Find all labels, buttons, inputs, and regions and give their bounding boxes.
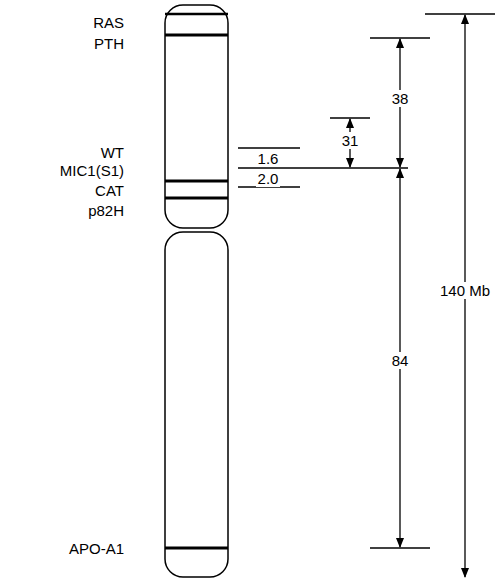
gene-label: CAT: [95, 182, 124, 199]
distance-number: 140 Mb: [438, 282, 492, 299]
long-arm: [165, 232, 228, 577]
band: [165, 34, 228, 37]
band: [165, 13, 228, 16]
reference-line: [238, 147, 300, 148]
distance-number: 2.0: [256, 170, 281, 187]
distance-number: 31: [340, 132, 361, 149]
tick: [425, 13, 495, 14]
distance-number: 1.6: [256, 150, 281, 167]
band: [165, 547, 228, 550]
reference-line: [238, 186, 300, 187]
gene-label: APO-A1: [69, 540, 124, 557]
gene-label: PTH: [94, 35, 124, 52]
tick: [330, 117, 370, 118]
tick: [370, 37, 430, 38]
gene-label: p82H: [88, 202, 124, 219]
tick: [370, 547, 430, 548]
band: [165, 197, 228, 200]
reference-line: [238, 167, 408, 168]
band: [165, 180, 228, 183]
short-arm: [165, 5, 228, 228]
gene-label: MIC1(S1): [60, 162, 124, 179]
gene-label: WT: [101, 144, 124, 161]
distance-number: 84: [390, 352, 411, 369]
distance-number: 38: [390, 90, 411, 107]
gene-label: RAS: [93, 14, 124, 31]
